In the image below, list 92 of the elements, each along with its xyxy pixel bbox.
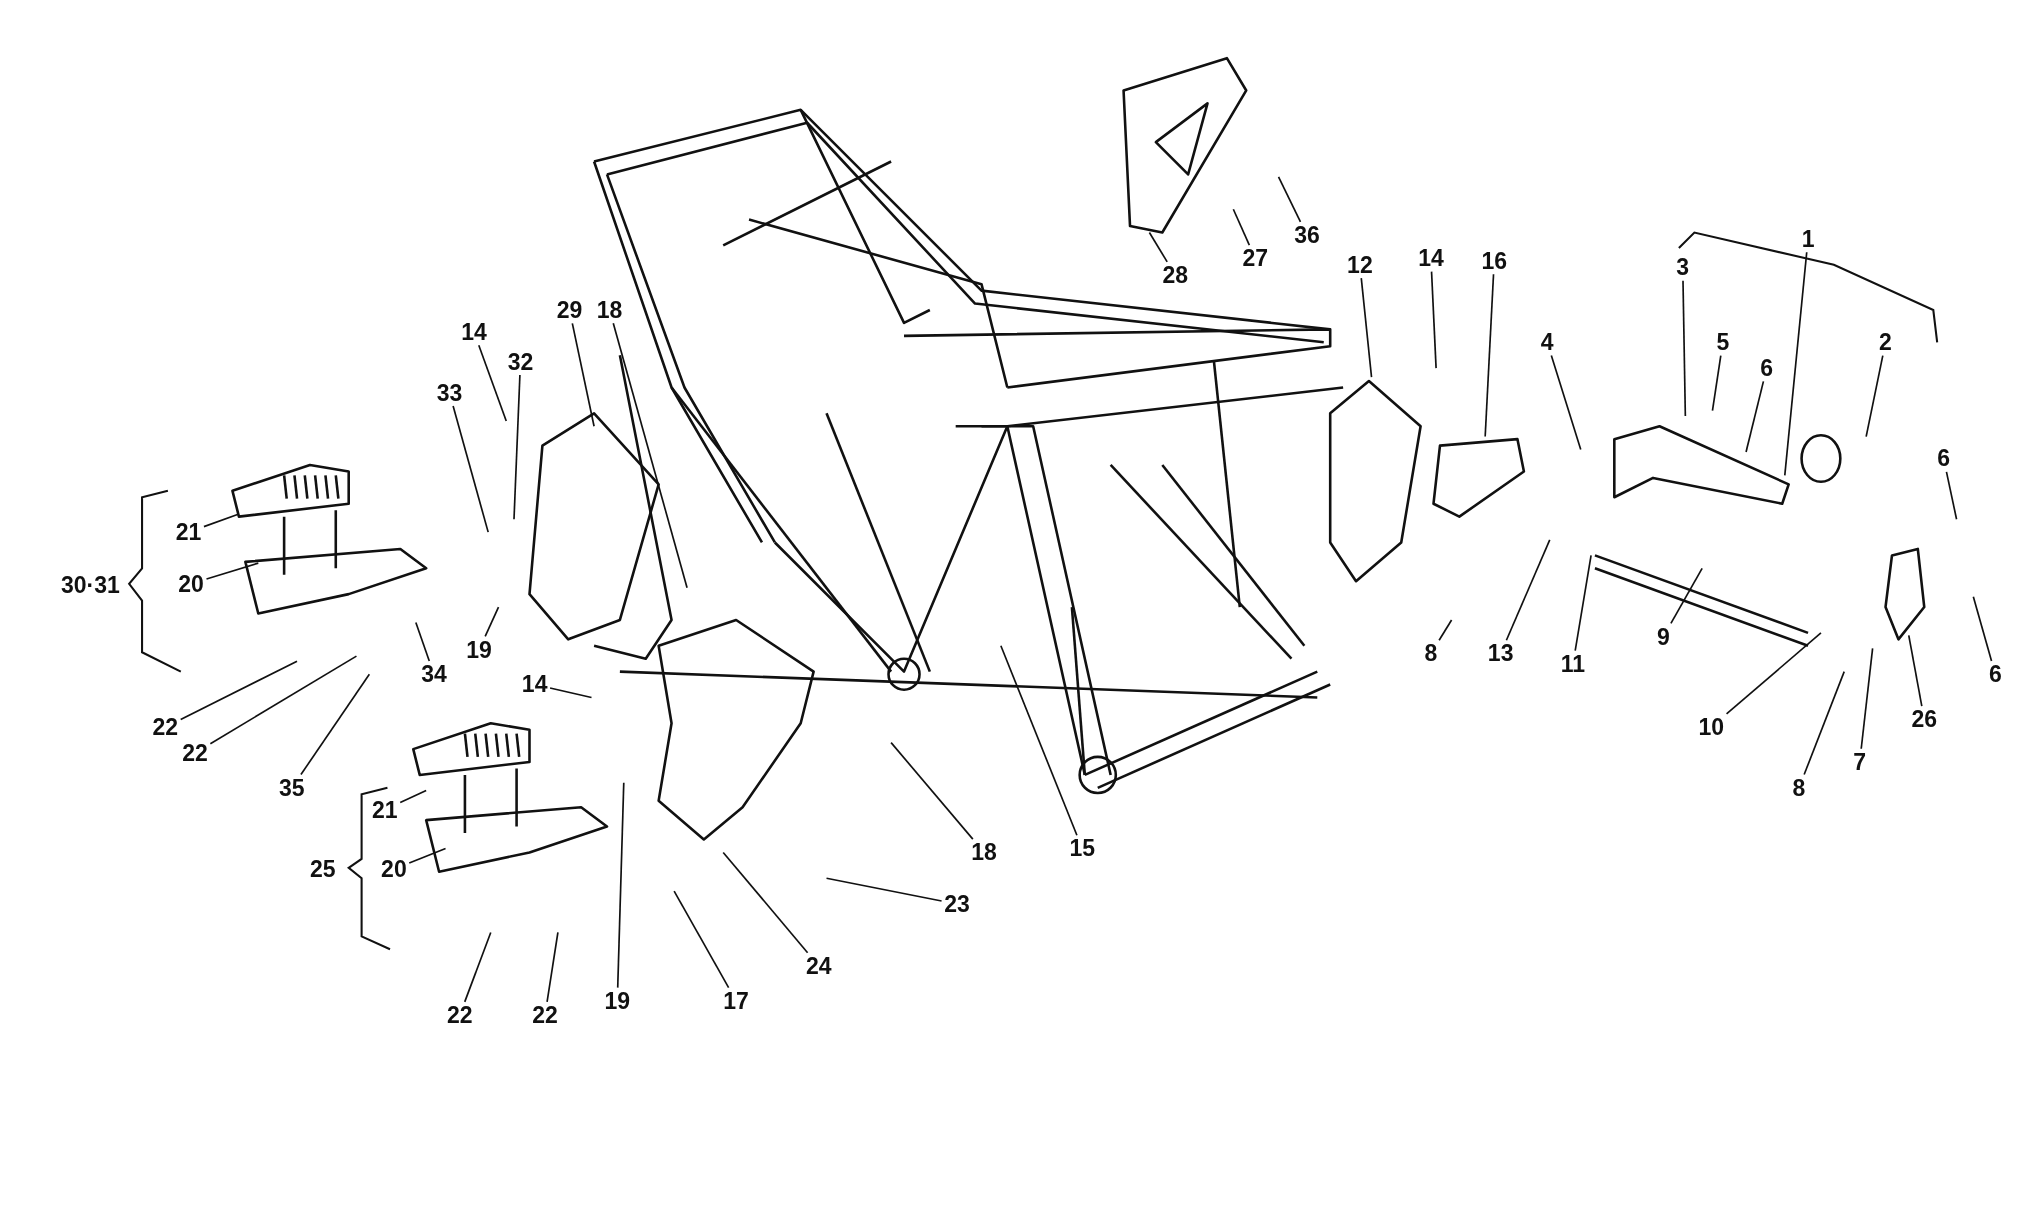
callout-number: 4 [1540,330,1554,355]
callout-number: 15 [1069,836,1096,861]
callout-number: 22 [182,740,208,765]
leader-line [1574,554,1592,652]
leader-line [1484,273,1495,438]
callout-number: 6 [1937,446,1950,471]
leader-line [890,741,974,840]
leader-line [571,322,595,428]
callout-number: 1 [1801,226,1815,251]
callout-number: 18 [596,297,623,322]
leader-line [477,344,508,422]
callout-number: 3 [1676,255,1690,280]
leader-line [1277,176,1302,223]
callout-number: 19 [466,637,492,662]
leader-line [549,687,593,699]
leader-line [546,931,559,1003]
callout-number: 24 [806,954,832,978]
leader-line [179,660,298,721]
callout-number: 6 [1988,662,2002,687]
callout-number: 23 [944,892,970,916]
callout-number: 21 [175,520,202,545]
leader-line [452,405,489,533]
callout-number: 29 [556,297,583,322]
leader-line [415,621,431,662]
callout-number: 27 [1242,246,1269,271]
leader-line [1860,647,1874,750]
leader-line [1865,354,1884,438]
callout-number: 14 [521,672,548,697]
leader-line [399,789,427,804]
callout-number: 17 [723,988,749,1013]
callout-number: 18 [971,840,997,865]
callout-number: 7 [1853,749,1867,774]
leader-line [1972,595,1993,662]
callout-number: 2 [1879,330,1892,355]
leader-line [1550,354,1582,451]
callout-number: 8 [1424,641,1438,666]
leader-line [1000,644,1078,837]
leader-line [484,606,500,638]
callout-number: 12 [1347,252,1373,277]
callout-number: 21 [372,797,398,822]
leader-line [1783,251,1808,477]
leader-line [1725,632,1822,715]
callout-number: 5 [1716,330,1730,355]
callout-number: 36 [1294,223,1320,248]
callout-number: 14 [461,319,487,344]
callout-number: 11 [1560,651,1586,676]
callout-number: 26 [1911,707,1938,732]
leader-line [300,673,371,776]
leader-line [612,322,688,589]
leader-line [463,931,492,1003]
leader-line [205,562,260,580]
callout-number: 10 [1698,715,1724,740]
callout-number: 8 [1792,775,1806,800]
leader-line [1360,277,1373,378]
callout-number: 22 [446,1003,473,1028]
leader-line [1682,279,1687,417]
leader-line [616,781,625,989]
leader-line [1803,670,1846,776]
callout-number: 14 [1418,246,1444,271]
callout-number: 20 [178,571,204,596]
leader-line [825,877,943,902]
leader-line [673,890,730,989]
callout-number: 22 [532,1003,558,1028]
callout-number: 19 [604,988,631,1013]
callout-number: 9 [1657,624,1670,649]
callout-number: 30·31 [61,573,120,597]
leader-line [1670,567,1703,625]
callout-number: 33 [436,380,463,405]
leader-line [1907,634,1923,707]
callout-number: 25 [310,857,336,882]
callout-number: 22 [152,715,179,740]
leader-line [513,374,521,521]
callout-number: 6 [1760,356,1774,381]
callout-number: 35 [279,775,305,800]
leader-line [1505,539,1551,642]
leader-line [408,847,447,864]
leader-line [1438,619,1453,642]
leader-line [1232,208,1251,246]
leader-line [209,655,358,745]
leader-line [1711,354,1722,412]
leader-line [1745,380,1765,453]
callout-number: 28 [1162,263,1188,288]
callout-number: 20 [381,857,407,882]
callout-number: 13 [1487,641,1514,666]
callout-number: 16 [1481,248,1507,273]
leader-line [1148,231,1168,263]
callout-number: 34 [421,662,447,687]
callout-number: 32 [507,349,534,374]
leader-line [1945,471,1958,521]
leader-line [203,513,240,528]
leader-line [722,851,809,954]
leader-line [1430,270,1437,369]
